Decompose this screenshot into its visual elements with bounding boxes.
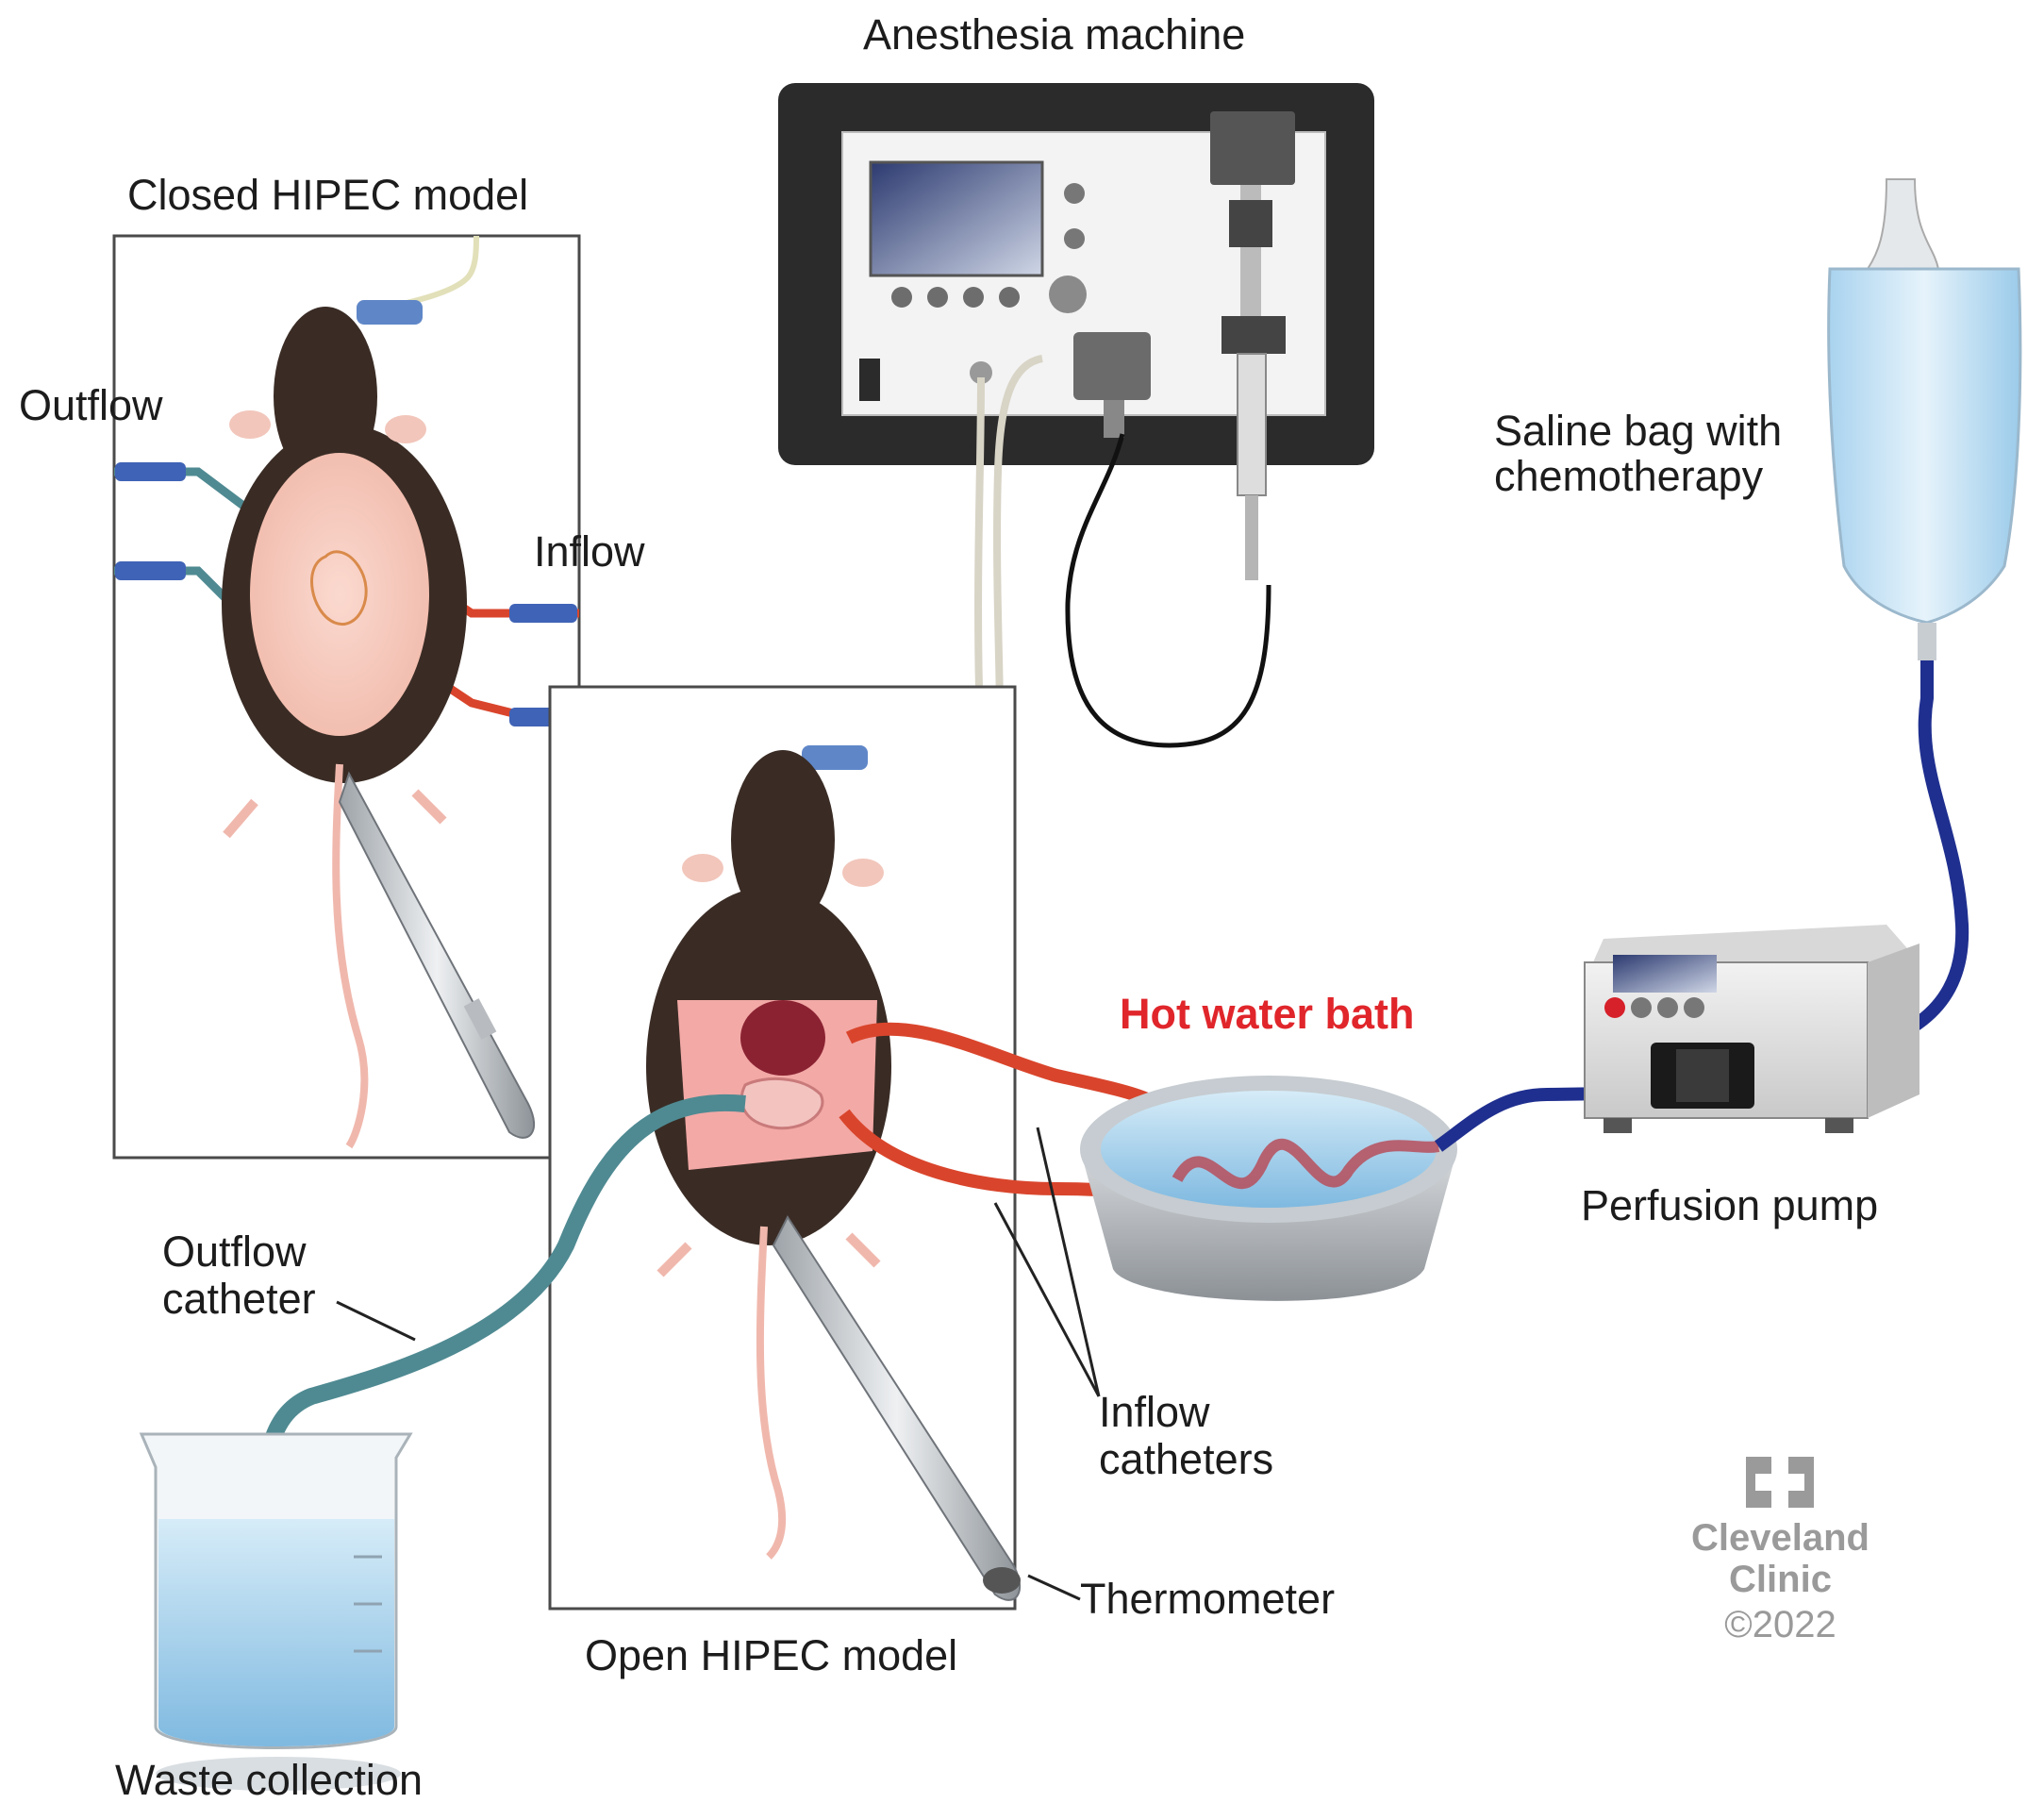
mouse-open [646, 750, 891, 1560]
closed-hipec-panel [112, 234, 581, 1160]
logo-line1: Cleveland [1691, 1517, 1870, 1559]
inflow-catheters-label-line1: Inflow [1099, 1388, 1210, 1436]
cleveland-clinic-logo-icon [1746, 1457, 1814, 1508]
pump-screen [1613, 955, 1717, 993]
mouse-closed [222, 307, 467, 1149]
logo-line2: Clinic [1729, 1559, 1832, 1600]
thermometer-closed [338, 771, 535, 1139]
waste-beaker [139, 1432, 413, 1791]
open-hipec-label: Open HIPEC model [585, 1631, 958, 1679]
thermometer-label: Thermometer [1080, 1575, 1336, 1623]
inflow-label: Inflow [534, 527, 645, 576]
perfusion-pump [1584, 925, 1919, 1133]
hot-water-bath-label: Hot water bath [1120, 990, 1415, 1038]
saline-bag [1827, 178, 2022, 660]
machine-screen [869, 160, 1044, 277]
anesthesia-machine-label: Anesthesia machine [863, 10, 1246, 58]
inflow-catheters-label-line2: catheters [1099, 1435, 1274, 1483]
logo-year: ©2022 [1724, 1604, 1836, 1645]
closed-hipec-label: Closed HIPEC model [127, 171, 529, 219]
anesthesia-machine [778, 83, 1374, 580]
waste-collection-label: Waste collection [115, 1756, 423, 1804]
leader-lines [336, 1127, 1101, 1601]
open-hipec-panel [548, 685, 1021, 1611]
outflow-catheter-label-line1: Outflow [162, 1227, 307, 1276]
hot-water-bath [1080, 1076, 1457, 1301]
nose-cone [802, 745, 868, 770]
saline-bag-label-line2: chemotherapy [1494, 452, 1764, 500]
saline-bag-label-line1: Saline bag with [1494, 407, 1783, 455]
outflow-label: Outflow [19, 381, 163, 429]
machine-knob [1049, 276, 1087, 313]
nose-cone [357, 300, 423, 325]
pump-tubing [1434, 1086, 1670, 1152]
thermometer-open [772, 1214, 1021, 1601]
outflow-catheter-label-line2: catheter [162, 1275, 316, 1323]
perfusion-pump-label: Perfusion pump [1581, 1181, 1879, 1229]
